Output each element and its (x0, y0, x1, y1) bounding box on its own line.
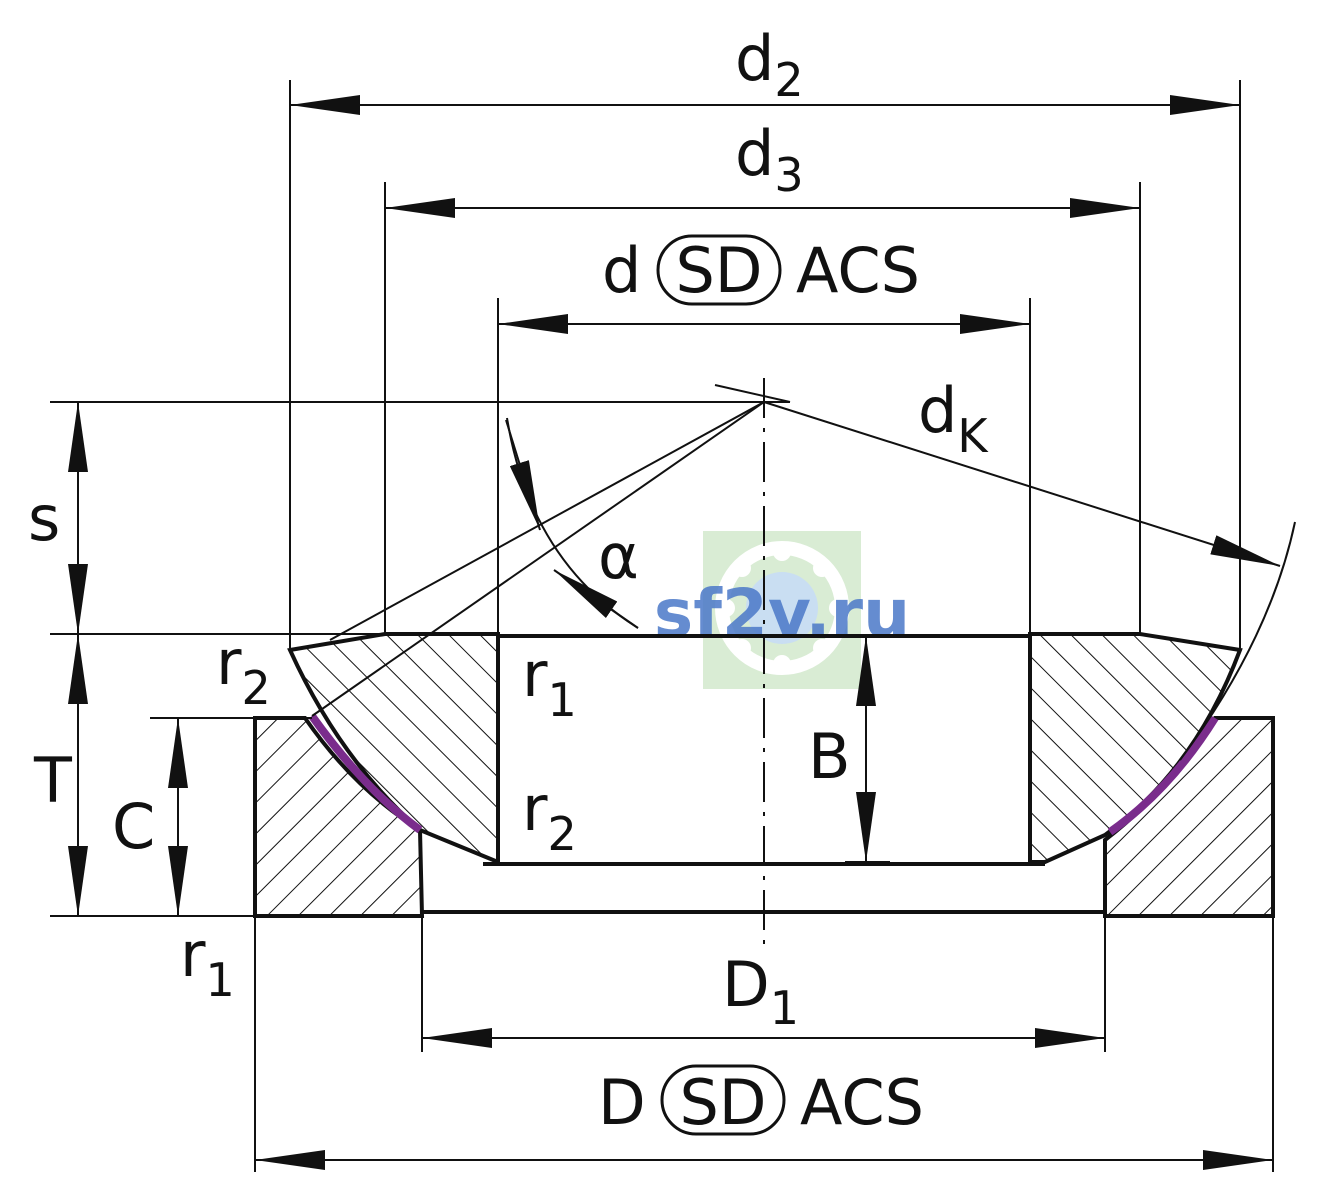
shaft-washer-left (287, 632, 500, 865)
bearing-logo-icon (715, 541, 849, 675)
label-r2-bottom: r2 (522, 772, 577, 861)
label-r2-top: r2 (216, 626, 271, 715)
dim-alpha-arrow-upper (505, 419, 541, 531)
sd-badge-inner (656, 234, 782, 306)
dimension-lines (68, 94, 1281, 1170)
label-r1-bottom: r1 (180, 918, 235, 1007)
svg-text:D: D (598, 1066, 646, 1139)
label-D1: D1 (722, 948, 799, 1035)
label-s: s (28, 482, 60, 555)
extension-lines (50, 80, 1296, 1172)
label-d3: d3 (735, 117, 804, 202)
label-D-outer: D SD ACS (598, 1064, 924, 1139)
label-r1-top: r1 (522, 638, 577, 727)
dim-dk (763, 401, 1281, 567)
sd-badge-outer (660, 1064, 786, 1136)
label-alpha: α (598, 520, 639, 593)
watermark-text: sf2v.ru (654, 575, 910, 652)
label-d-inner: d SD ACS (602, 234, 920, 307)
dim-alpha-arrow-lower (553, 569, 639, 629)
label-dk: dK (918, 374, 989, 463)
sliding-layer-right (1107, 715, 1219, 836)
label-C: C (112, 790, 155, 863)
watermark: sf2v.ru (654, 531, 910, 689)
sliding-layer-left (308, 713, 423, 834)
svg-text:d: d (602, 234, 641, 307)
svg-text:ACS: ACS (800, 1066, 924, 1139)
svg-text:ACS: ACS (796, 234, 920, 307)
sphere-arc (1179, 521, 1296, 761)
svg-text:SD: SD (679, 1066, 766, 1139)
label-T: T (33, 744, 73, 817)
svg-text:SD: SD (675, 234, 762, 307)
label-B: B (808, 720, 851, 793)
label-d2: d2 (735, 22, 804, 107)
